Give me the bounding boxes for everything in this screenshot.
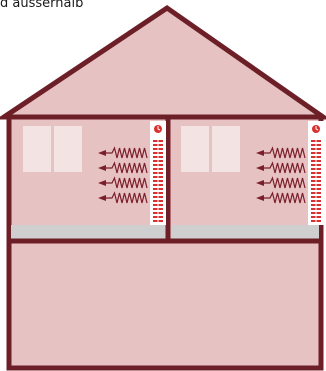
radiator-icon: [308, 121, 324, 225]
heat-wave-arrow-icon: [256, 161, 306, 174]
floor-strip-left: [11, 225, 165, 239]
heat-wave-arrow-icon: [98, 191, 148, 204]
heat-wave-arrow-icon: [98, 161, 148, 174]
thermostat-icon: [154, 125, 162, 133]
heat-wave-arrow-icon: [256, 146, 306, 159]
heat-wave-arrow-icon: [98, 176, 148, 189]
room-right-heating: [256, 121, 324, 225]
heat-wave-arrow-icon: [256, 191, 306, 204]
caption: d ausserhalb: [0, 0, 84, 11]
heat-wave-arrow-icon: [256, 176, 306, 189]
window-icon: [23, 126, 51, 172]
window-icon: [181, 126, 209, 172]
room-left-heating: [98, 121, 166, 225]
window-icon: [212, 126, 240, 172]
heat-wave-arrow-icon: [98, 146, 148, 159]
window-icon: [54, 126, 82, 172]
thermostat-icon: [312, 125, 320, 133]
roof: [0, 4, 326, 120]
radiator-icon: [150, 121, 166, 225]
floor-strip-right: [172, 225, 319, 239]
